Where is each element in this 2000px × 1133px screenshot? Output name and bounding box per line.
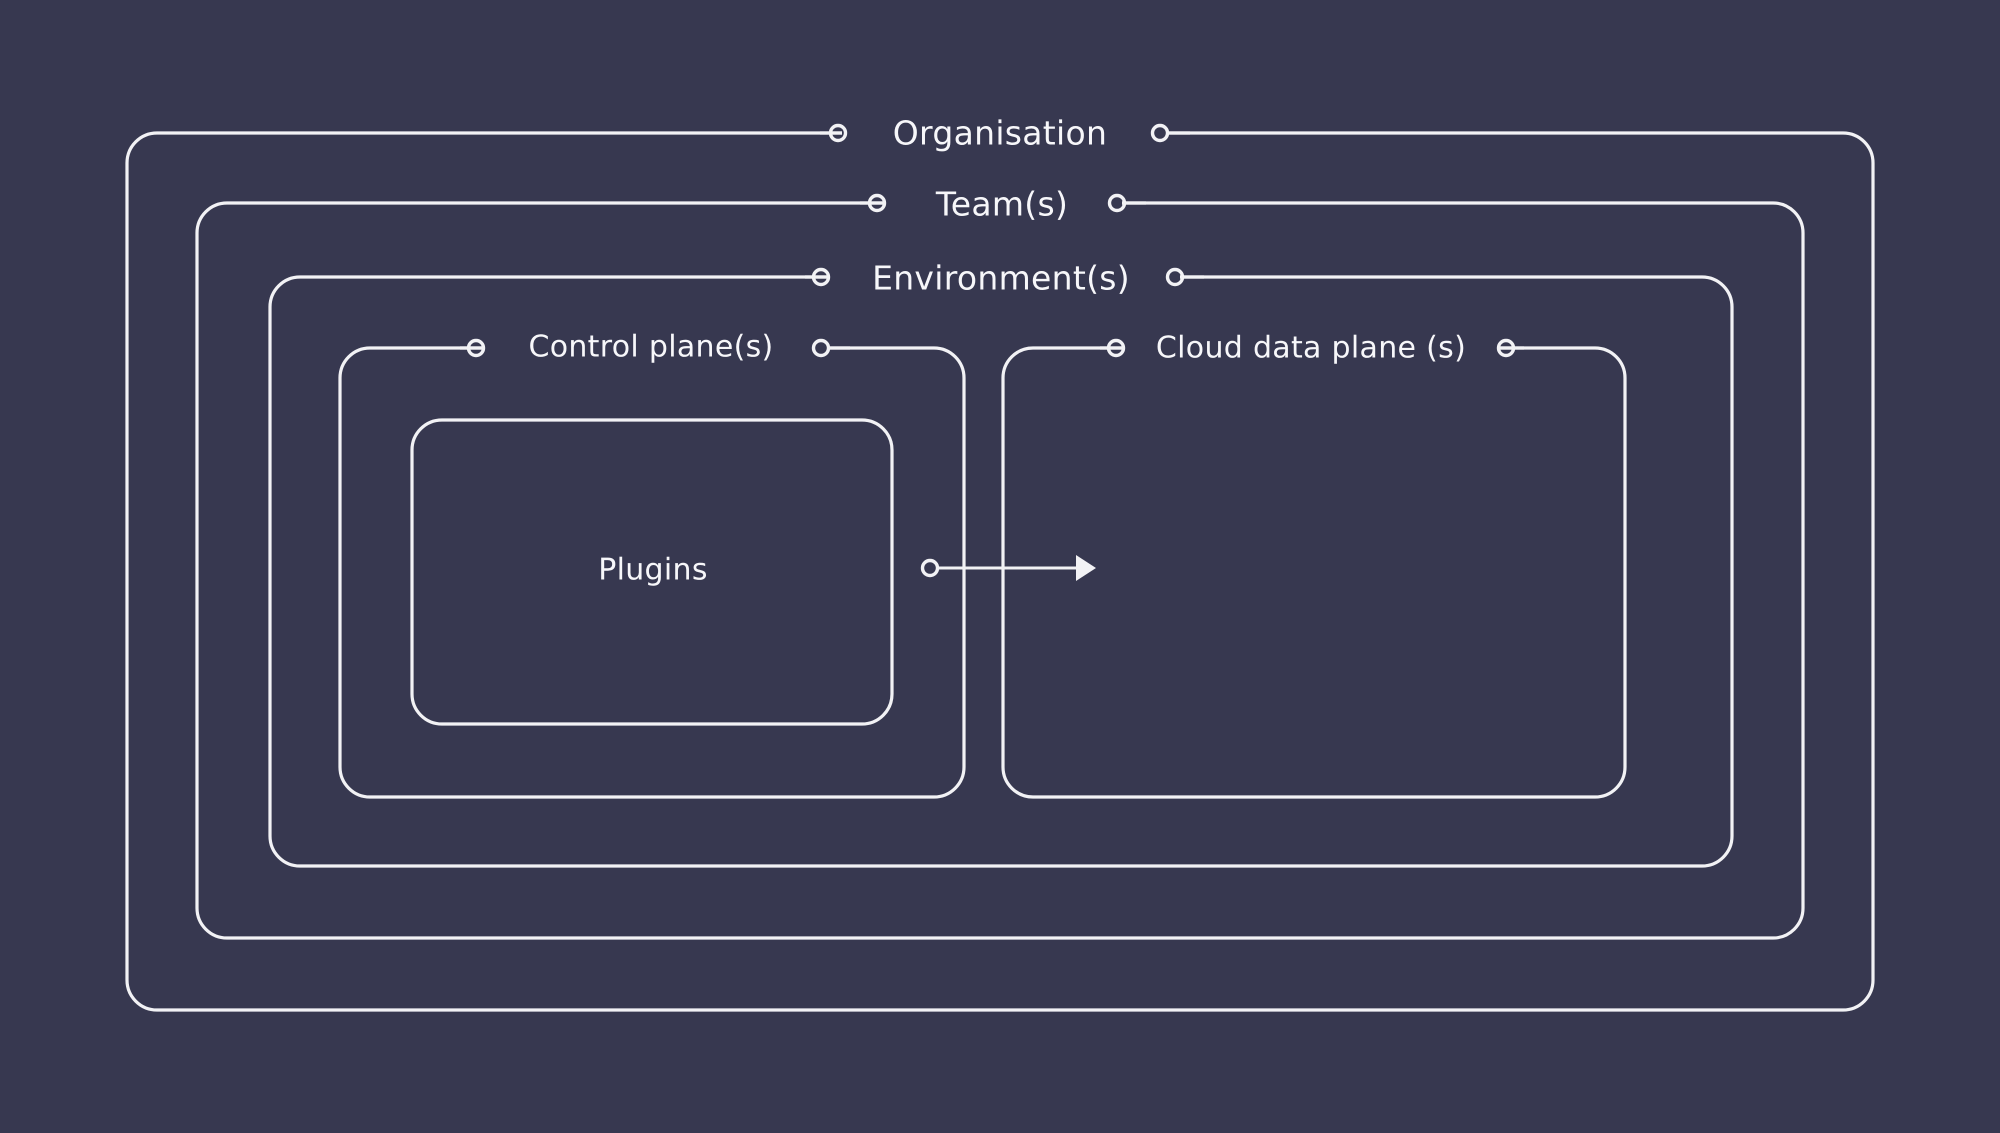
label-control-plane: Control plane(s) [528,329,774,365]
organisation-box-outline [125,131,1875,1012]
teams-box-group [195,193,1805,940]
cloud-data-plane-left-connector-dot [1106,338,1126,358]
cloud-data-plane-box-outline [1001,346,1627,799]
label-organisation: Organisation [892,113,1108,153]
control-plane-right-connector-dot [811,338,831,358]
environments-box-outline [268,275,1734,868]
teams-box-outline [195,201,1805,940]
label-teams: Team(s) [935,184,1069,224]
environments-box-group [268,267,1734,868]
control-to-data-plane-arrow [920,555,1096,581]
organisation-box-group [125,123,1875,1012]
arrow-head-icon [1076,555,1096,581]
environments-left-connector-dot [811,267,831,287]
cloud-data-plane-box-group [1001,338,1627,799]
control-plane-box-group [338,338,966,799]
teams-left-connector-dot [867,193,887,213]
teams-right-connector-dot [1107,193,1127,213]
control-plane-box-outline [338,346,966,799]
organisation-left-connector-dot [828,123,848,143]
label-cloud-data-plane: Cloud data plane (s) [1155,330,1467,366]
plugins-box-outline [410,418,894,726]
cloud-data-plane-right-connector-dot [1496,338,1516,358]
plugins-box-group [410,418,894,726]
label-plugins: Plugins [598,552,708,588]
label-environments: Environment(s) [872,258,1130,298]
control-plane-left-connector-dot [466,338,486,358]
environments-right-connector-dot [1165,267,1185,287]
arrow-origin-dot [920,558,940,578]
organisation-right-connector-dot [1150,123,1170,143]
